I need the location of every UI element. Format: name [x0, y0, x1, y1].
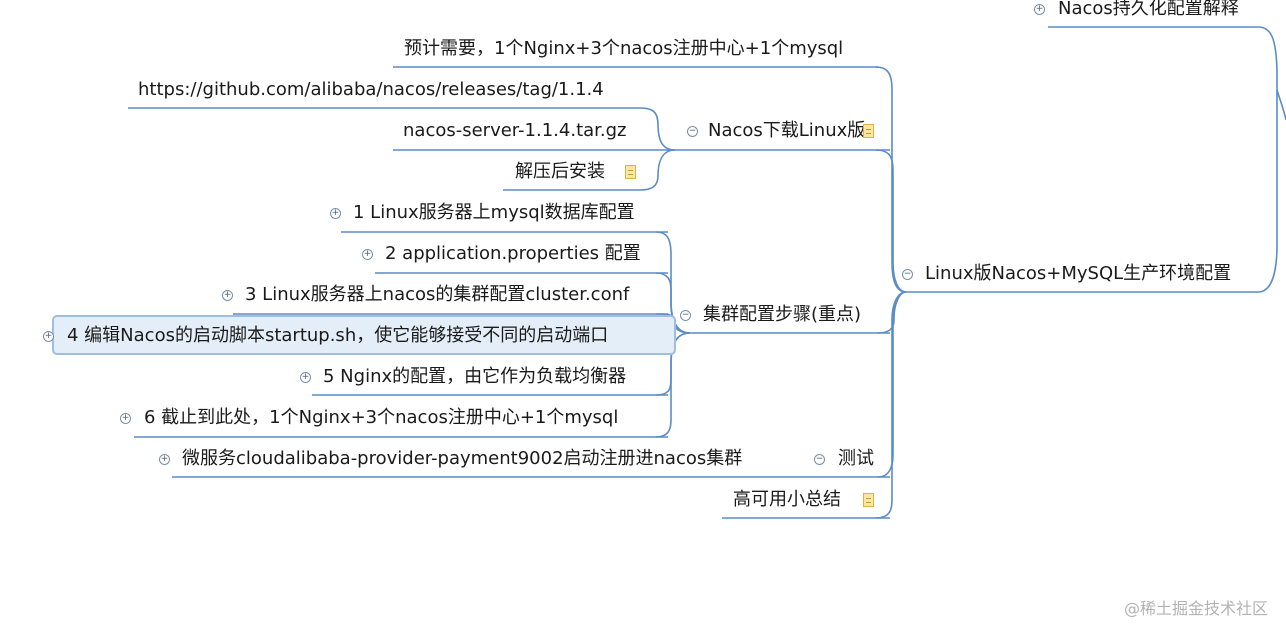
node-persistence[interactable]: + Nacos持久化配置解释 — [1034, 0, 1239, 19]
note-icon[interactable] — [625, 165, 636, 179]
node-summary[interactable]: 高可用小总结 — [726, 485, 888, 515]
node-linux-prod[interactable]: − Linux版Nacos+MySQL生产环境配置 — [902, 263, 1232, 284]
selected-node-highlight — [52, 315, 676, 355]
note-icon[interactable] — [863, 124, 874, 138]
plus-circle-icon[interactable]: + — [43, 331, 54, 342]
node-download[interactable]: − Nacos下载Linux版 — [678, 116, 888, 146]
node-step1[interactable]: + 1 Linux服务器上mysql数据库配置 — [330, 202, 635, 223]
plus-circle-icon[interactable]: + — [362, 249, 373, 260]
node-step3[interactable]: + 3 Linux服务器上nacos的集群配置cluster.conf — [222, 284, 630, 305]
node-step4[interactable]: + 4 编辑Nacos的启动脚本startup.sh，使它能够接受不同的启动端口 — [43, 325, 609, 346]
plus-circle-icon[interactable]: + — [222, 290, 233, 301]
node-test-child[interactable]: + 微服务cloudalibaba-provider-payment9002启动… — [159, 448, 743, 469]
plus-circle-icon[interactable]: + — [330, 208, 341, 219]
plus-circle-icon[interactable]: + — [120, 413, 131, 424]
node-step2[interactable]: + 2 application.properties 配置 — [362, 243, 641, 264]
minus-circle-icon[interactable]: − — [687, 126, 698, 137]
plus-circle-icon[interactable]: + — [300, 372, 311, 383]
watermark: @稀土掘金技术社区 — [1123, 599, 1268, 618]
node-download-file[interactable]: nacos-server-1.1.4.tar.gz — [403, 120, 627, 141]
node-unzip[interactable]: 解压后安装 — [508, 157, 640, 187]
plus-circle-icon[interactable]: + — [1034, 4, 1045, 15]
node-step5[interactable]: + 5 Nginx的配置，由它作为负载均衡器 — [300, 366, 627, 387]
note-icon[interactable] — [863, 493, 874, 507]
node-step6[interactable]: + 6 截止到此处，1个Nginx+3个nacos注册中心+1个mysql — [120, 407, 619, 428]
minus-circle-icon[interactable]: − — [680, 310, 691, 321]
node-estimate[interactable]: 预计需要，1个Nginx+3个nacos注册中心+1个mysql — [404, 38, 844, 59]
minus-circle-icon[interactable]: − — [814, 454, 825, 465]
plus-circle-icon[interactable]: + — [159, 454, 170, 465]
node-download-url[interactable]: https://github.com/alibaba/nacos/release… — [138, 79, 604, 100]
node-test[interactable]: − 测试 — [814, 448, 874, 469]
node-cluster-steps[interactable]: − 集群配置步骤(重点) — [680, 304, 862, 325]
minus-circle-icon[interactable]: − — [902, 269, 913, 280]
